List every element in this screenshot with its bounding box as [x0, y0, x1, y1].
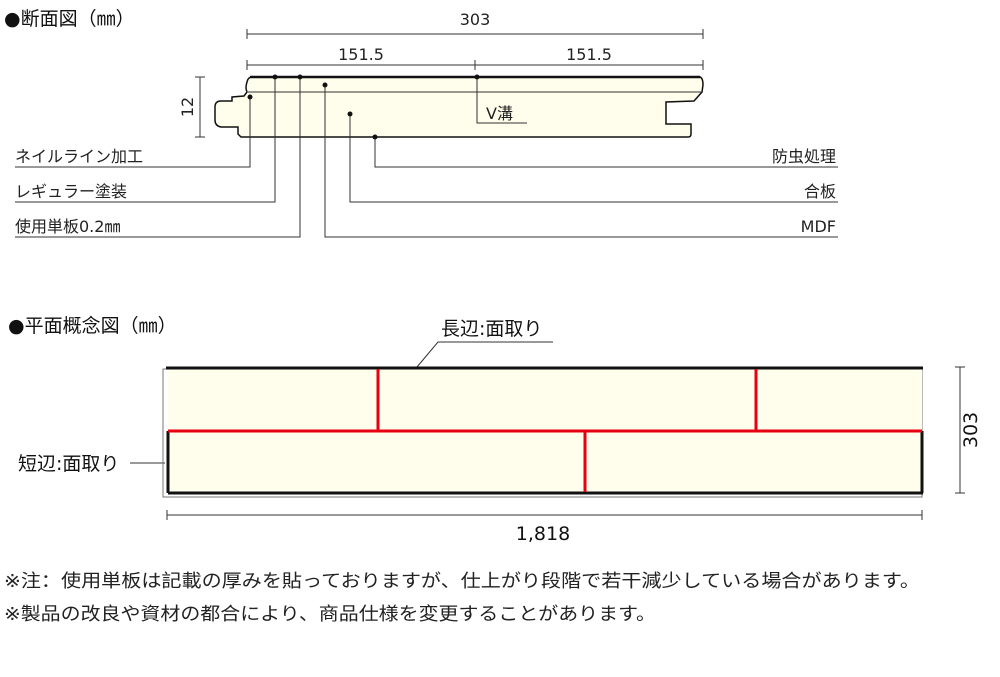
leader-lines — [15, 77, 838, 238]
label-regular-coating: レギュラー塗装 — [15, 182, 127, 201]
dim-thickness-label: 12 — [178, 97, 197, 117]
dimension-total-width — [246, 29, 704, 39]
dim-half-left-label: 151.5 — [338, 45, 384, 64]
board-cross-section — [214, 76, 704, 138]
label-nail-line: ネイルライン加工 — [15, 147, 143, 166]
board-joints — [168, 369, 922, 492]
long-side-leader — [416, 341, 553, 368]
label-plywood: 合板 — [804, 182, 836, 201]
dimension-plan-width — [955, 366, 965, 494]
plan-view-title: ●平面概念図（㎜） — [8, 314, 177, 337]
label-insect-proof: 防虫処理 — [772, 147, 836, 166]
section-view-title: ●断面図（㎜） — [4, 8, 135, 30]
dim-plan-length-label: 1,818 — [516, 523, 570, 545]
label-veneer: 使用単板0.2㎜ — [15, 217, 120, 236]
dimension-thickness — [195, 76, 205, 138]
leader-dots — [247, 74, 480, 140]
dim-half-right-label: 151.5 — [566, 45, 612, 64]
label-long-side: 長辺:面取り — [441, 318, 542, 340]
dim-plan-width-label: 303 — [960, 412, 982, 448]
label-v-groove: V溝 — [486, 104, 513, 123]
label-short-side: 短辺:面取り — [18, 453, 119, 475]
plan-board-edges — [166, 366, 924, 495]
dim-total-label: 303 — [460, 10, 491, 29]
dimension-half-widths — [246, 60, 704, 70]
note-2: ※製品の改良や資材の都合により、商品仕様を変更することがあります。 — [4, 604, 656, 625]
dimension-plan-length — [166, 510, 923, 520]
note-1: ※注：使用単板は記載の厚みを貼っておりますが、仕上がり段階で若干減少している場合… — [4, 571, 920, 592]
label-mdf: MDF — [801, 217, 836, 236]
